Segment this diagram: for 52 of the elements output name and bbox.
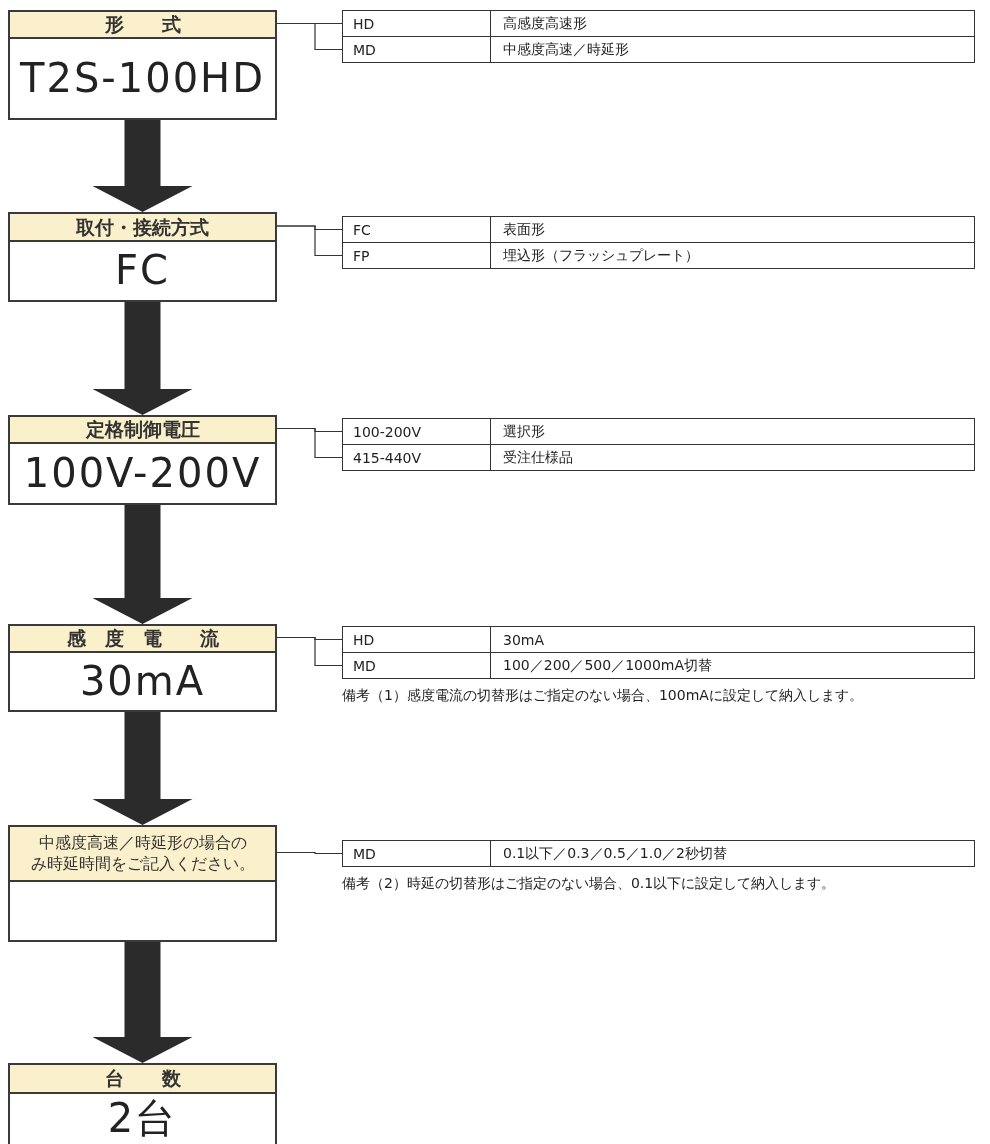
option-code: MD (343, 37, 491, 62)
entry-value: 100V-200V (22, 448, 263, 498)
option-description: 埋込形（フラッシュプレート） (503, 245, 699, 265)
connector-line (276, 225, 343, 257)
option-row (342, 10, 975, 37)
field-heading: 取付・接続方式 (10, 214, 275, 242)
entry-box (8, 825, 277, 942)
entry-box (8, 10, 277, 120)
entry-value: FC (114, 246, 171, 295)
option-code: FP (343, 243, 491, 268)
entry-box (8, 1063, 277, 1144)
field-heading: 感 度 電 流 (10, 626, 275, 653)
option-code: MD (343, 653, 491, 678)
option-code: 415-440V (343, 445, 491, 470)
entry-box (8, 624, 277, 712)
entry-value: 30mA (78, 656, 207, 706)
note-text: 備考（2）時延の切替形はご指定のない場合、0.1以下に設定して納入します。 (342, 875, 836, 893)
option-row (342, 652, 975, 679)
entry-box (8, 415, 277, 505)
entry-value: T2S-100HD (19, 53, 266, 103)
connector-line (276, 22, 343, 51)
block-arrow (92, 302, 193, 415)
connector-line (276, 636, 343, 667)
option-description: 中感度高速／時延形 (503, 39, 629, 59)
option-description: 選択形 (503, 421, 545, 441)
block-arrow (92, 120, 193, 212)
option-description: 100／200／500／1000mA切替 (503, 655, 712, 675)
field-heading: 定格制御電圧 (10, 417, 275, 444)
connector-line (276, 851, 343, 855)
block-arrow (92, 942, 193, 1063)
option-description: 高感度高速形 (503, 13, 587, 33)
entry-box (8, 212, 277, 302)
option-row (342, 36, 975, 63)
option-description: 30mA (503, 630, 545, 650)
option-row (342, 444, 975, 471)
block-arrow (92, 712, 193, 825)
option-code: MD (343, 841, 491, 866)
field-heading: 中感度高速／時延形の場合のみ時延時間をご記入ください。 (10, 827, 275, 882)
block-arrow (92, 505, 193, 624)
entry-value: 2台 (106, 1094, 179, 1143)
option-description: 受注仕様品 (503, 447, 573, 467)
option-description: 表面形 (503, 219, 545, 239)
option-row (342, 216, 975, 243)
field-heading: 台 数 (10, 1065, 275, 1094)
option-description: 0.1以下／0.3／0.5／1.0／2秒切替 (503, 843, 727, 863)
connector-line (276, 427, 343, 459)
option-row (342, 840, 975, 867)
field-heading: 形 式 (10, 12, 275, 39)
option-row (342, 242, 975, 269)
option-row (342, 626, 975, 653)
option-row (342, 418, 975, 445)
note-text: 備考（1）感度電流の切替形はご指定のない場合、100mAに設定して納入します。 (342, 687, 863, 705)
